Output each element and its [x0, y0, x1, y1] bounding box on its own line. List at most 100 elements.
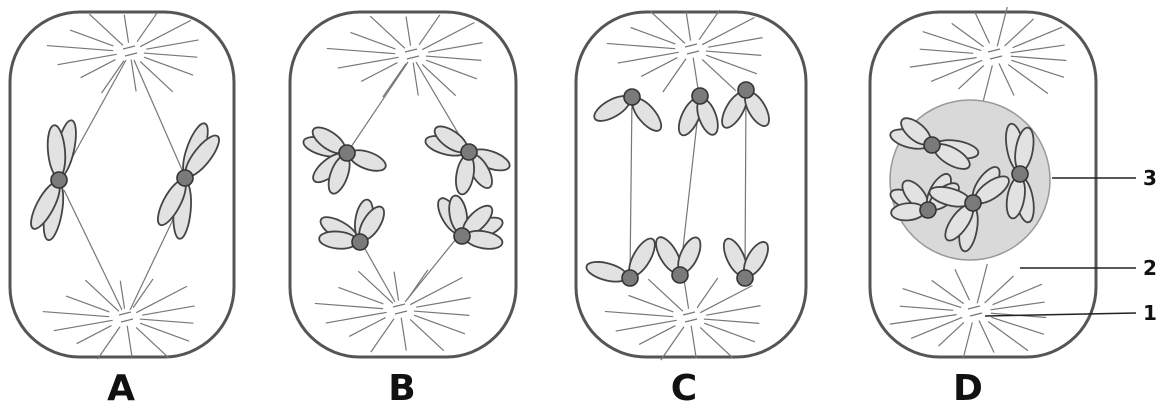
aster-ray	[139, 19, 192, 48]
aster-ray	[338, 286, 384, 305]
aster-ray	[699, 284, 753, 314]
aster-ray	[703, 322, 756, 343]
chromosome	[655, 236, 702, 284]
aster-ray	[987, 321, 1029, 352]
aster-ray	[136, 12, 158, 43]
aster-ray	[982, 65, 993, 101]
centrosome-aster	[909, 6, 1067, 101]
aster-ray	[42, 310, 110, 318]
aster-ray	[405, 16, 412, 46]
aster-ray	[146, 39, 199, 50]
centromere	[964, 194, 982, 212]
aster-ray	[649, 10, 686, 44]
aster-ray	[142, 305, 195, 316]
panel-label-d: D	[953, 368, 983, 409]
centromere	[50, 171, 68, 189]
centrosome-aster	[326, 14, 483, 98]
aster-ray	[416, 297, 471, 308]
chromosome	[302, 126, 387, 195]
aster-ray	[1011, 59, 1065, 78]
cell-membrane	[8, 10, 236, 359]
aster-ray	[88, 13, 124, 46]
aster-ray	[951, 22, 984, 48]
centrosome-aster	[42, 278, 195, 360]
centromere	[338, 144, 356, 162]
aster-ray	[413, 310, 470, 316]
aster-ray	[337, 56, 399, 69]
aster-ray	[701, 16, 755, 46]
aster-ray	[647, 278, 684, 312]
centriole	[989, 55, 1003, 60]
aster-ray	[123, 14, 130, 43]
centromere	[691, 87, 709, 105]
aster-ray	[992, 283, 1043, 306]
aster-ray	[1012, 26, 1063, 49]
aster-ray	[705, 50, 762, 56]
aster-ray	[101, 60, 125, 94]
aster-ray	[143, 56, 194, 76]
aster-ray	[910, 316, 963, 340]
aster-ray	[409, 276, 463, 306]
centromere	[737, 81, 755, 99]
aster-ray	[400, 317, 407, 351]
aster-ray	[690, 325, 697, 359]
centromere	[923, 136, 941, 154]
chromosome	[424, 125, 511, 196]
aster-ray	[638, 325, 676, 345]
centriole	[122, 45, 136, 50]
aster-ray	[412, 62, 419, 96]
aster-ray	[978, 320, 995, 353]
chromosome	[721, 81, 770, 129]
centriole	[394, 310, 408, 315]
spindle-fiber	[359, 239, 396, 303]
aster-ray	[958, 64, 985, 90]
centrosome-aster	[606, 9, 763, 93]
aster-ray	[135, 285, 188, 314]
callout-label-3: 3	[1143, 166, 1157, 190]
aster-ray	[630, 26, 676, 45]
aster-ray	[357, 270, 394, 304]
aster-ray	[369, 15, 406, 49]
centriole	[404, 48, 418, 53]
aster-ray	[962, 322, 973, 358]
centromere	[176, 169, 194, 187]
aster-ray	[662, 58, 687, 93]
aster-ray	[938, 321, 965, 347]
aster-ray	[617, 51, 679, 64]
centriole	[686, 50, 700, 55]
aster-ray	[919, 48, 974, 54]
aster-ray	[685, 11, 692, 41]
aster-ray	[418, 14, 441, 46]
aster-ray	[708, 37, 763, 48]
aster-ray	[409, 319, 445, 352]
callout-label-2: 2	[1143, 256, 1157, 280]
centrosome-aster	[314, 269, 471, 353]
aster-ray	[998, 63, 1015, 96]
aster-ray	[132, 278, 154, 309]
aster-ray	[899, 305, 954, 311]
aster-ray	[930, 59, 983, 83]
chromosome	[30, 119, 77, 242]
aster-ray	[314, 302, 384, 310]
callout-label-1: 1	[1143, 301, 1157, 325]
centromere	[736, 269, 754, 287]
aster-ray	[382, 63, 407, 98]
aster-ray	[954, 269, 971, 301]
centriole	[118, 311, 132, 316]
aster-ray	[705, 54, 758, 75]
aster-ray	[701, 59, 737, 92]
centromere	[460, 143, 478, 161]
aster-ray	[80, 59, 116, 79]
spindle-fiber	[629, 96, 633, 279]
aster-ray	[698, 9, 721, 41]
aster-ray	[350, 31, 396, 50]
centriole	[392, 303, 406, 308]
aster-ray	[348, 317, 386, 337]
aster-ray	[97, 326, 121, 360]
aster-ray	[126, 325, 133, 358]
aster-ray	[76, 325, 112, 345]
spindle-fiber	[63, 189, 123, 311]
chromosome	[928, 166, 1010, 253]
cell-a	[8, 10, 236, 360]
aster-ray	[931, 279, 964, 305]
